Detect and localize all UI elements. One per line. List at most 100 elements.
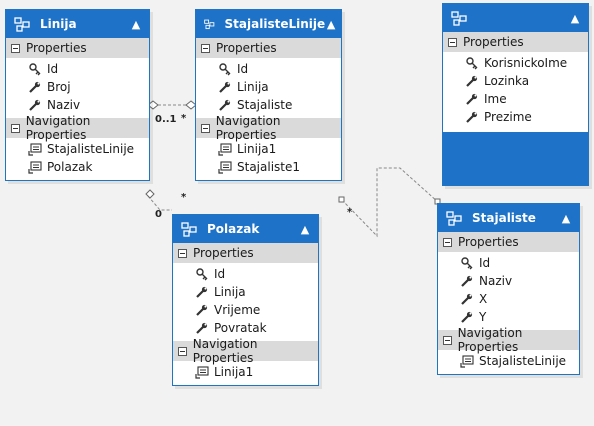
collapse-section-icon[interactable]	[11, 43, 20, 53]
property-row[interactable]: Naziv	[6, 96, 149, 114]
navigation-label: Linija1	[237, 142, 277, 156]
property-row[interactable]: Y	[438, 308, 579, 326]
collapse-section-icon[interactable]	[201, 123, 210, 133]
collapse-section-icon[interactable]	[448, 37, 457, 47]
property-row[interactable]: Vrijeme	[173, 301, 318, 319]
entity-polazak[interactable]: Polazak ▲ Properties Id Linija Vrijeme P…	[172, 214, 319, 386]
property-label: Naziv	[47, 98, 81, 112]
property-row[interactable]: Ime	[443, 90, 588, 108]
multiplicity-label: 0	[155, 209, 162, 220]
entity-stajaliste[interactable]: Stajaliste ▲ Properties Id Naziv X Y	[437, 203, 580, 375]
collapse-section-icon[interactable]	[443, 335, 452, 345]
navigation-row[interactable]: StajalisteLinije	[6, 140, 149, 158]
section-label: Properties	[26, 41, 87, 55]
property-row[interactable]: Id	[173, 265, 318, 283]
entity-icon	[451, 11, 467, 26]
key-icon	[466, 57, 478, 70]
property-label: Prezime	[484, 110, 532, 124]
navigation-list: Linija1	[173, 361, 318, 385]
property-label: Linija	[237, 80, 269, 94]
navigation-section-header[interactable]: Navigation Properties	[6, 114, 149, 142]
property-row[interactable]: Id	[6, 60, 149, 78]
properties-section-header[interactable]: Properties	[443, 32, 588, 52]
property-row[interactable]: Broj	[6, 78, 149, 96]
navigation-row[interactable]: Polazak	[6, 158, 149, 176]
property-row[interactable]: Linija	[196, 78, 341, 96]
properties-list: Id Naziv X Y	[438, 252, 579, 330]
collapse-icon[interactable]: ▲	[131, 17, 141, 31]
entity-header[interactable]: Linija ▲	[6, 10, 149, 38]
entity-header[interactable]: StajalisteLinije ▲	[196, 10, 341, 38]
wrench-icon	[219, 81, 231, 93]
entity-title: Stajaliste	[472, 211, 536, 225]
navigation-section-header[interactable]: Navigation Properties	[173, 337, 318, 365]
collapse-section-icon[interactable]	[11, 123, 20, 133]
navigation-property-icon	[28, 143, 42, 156]
property-row[interactable]: Prezime	[443, 108, 588, 126]
property-row[interactable]: Povratak	[173, 319, 318, 337]
entity-header[interactable]: Polazak ▲	[173, 215, 318, 243]
property-label: KorisnickoIme	[484, 56, 568, 70]
entity-stajalistelinije[interactable]: StajalisteLinije ▲ Properties Id Linija …	[195, 9, 342, 181]
navigation-row[interactable]: Linija1	[173, 363, 318, 381]
navigation-row[interactable]: Stajaliste1	[196, 158, 341, 176]
navigation-property-icon	[195, 366, 209, 379]
property-row[interactable]: KorisnickoIme	[443, 54, 588, 72]
property-row[interactable]: Lozinka	[443, 72, 588, 90]
navigation-list: Linija1 Stajaliste1	[196, 138, 341, 180]
wrench-icon	[466, 93, 478, 105]
properties-section-header[interactable]: Properties	[6, 38, 149, 58]
collapse-icon[interactable]: ▲	[570, 11, 580, 25]
association-end-square	[338, 196, 345, 203]
entity-title: Polazak	[207, 222, 260, 236]
section-label: Navigation Properties	[457, 326, 523, 354]
entity-korisnik[interactable]: ▲ Properties KorisnickoIme Lozinka Ime	[442, 3, 589, 186]
navigation-property-icon	[28, 161, 42, 174]
property-row[interactable]: Naziv	[438, 272, 579, 290]
properties-section-header[interactable]: Properties	[173, 243, 318, 263]
property-label: X	[479, 292, 488, 306]
property-label: Naziv	[479, 274, 513, 288]
navigation-row[interactable]: StajalisteLinije	[438, 352, 579, 370]
property-row[interactable]: Linija	[173, 283, 318, 301]
section-label: Properties	[458, 235, 519, 249]
navigation-row[interactable]: Linija1	[196, 140, 341, 158]
entity-icon	[446, 211, 462, 226]
navigation-label: Polazak	[47, 160, 93, 174]
collapse-section-icon[interactable]	[178, 346, 187, 356]
section-label: Navigation Properties	[25, 114, 91, 142]
collapse-icon[interactable]: ▲	[561, 211, 571, 225]
navigation-section-header[interactable]: Navigation Properties	[196, 114, 341, 142]
collapse-section-icon[interactable]	[443, 237, 452, 247]
entity-linija[interactable]: Linija ▲ Properties Id Broj Naziv Naviga…	[5, 9, 150, 181]
collapse-icon[interactable]: ▲	[326, 17, 336, 31]
property-label: Id	[47, 62, 59, 76]
collapse-section-icon[interactable]	[201, 43, 210, 53]
collapse-section-icon[interactable]	[178, 248, 187, 258]
properties-section-header[interactable]: Properties	[196, 38, 341, 58]
entity-header[interactable]: Stajaliste ▲	[438, 204, 579, 232]
property-row[interactable]: Stajaliste	[196, 96, 341, 114]
wrench-icon	[461, 293, 473, 305]
entity-title: StajalisteLinije	[224, 17, 326, 31]
wrench-icon	[461, 311, 473, 323]
property-row[interactable]: Id	[196, 60, 341, 78]
property-label: Id	[214, 267, 226, 281]
section-label: Properties	[193, 246, 254, 260]
collapse-icon[interactable]: ▲	[300, 222, 310, 236]
multiplicity-label: *	[181, 192, 187, 203]
section-label: Properties	[463, 35, 524, 49]
navigation-section-header[interactable]: Navigation Properties	[438, 326, 579, 354]
association-stajalistelinije-stajaliste	[341, 167, 439, 238]
entity-icon	[14, 17, 30, 32]
property-label: Vrijeme	[214, 303, 261, 317]
entity-header[interactable]: ▲	[443, 4, 588, 32]
association-end-diamond	[145, 189, 155, 199]
property-row[interactable]: X	[438, 290, 579, 308]
navigation-property-icon	[460, 355, 474, 368]
navigation-list: StajalisteLinije Polazak	[6, 138, 149, 180]
navigation-label: Linija1	[214, 365, 254, 379]
property-row[interactable]: Id	[438, 254, 579, 272]
wrench-icon	[461, 275, 473, 287]
properties-section-header[interactable]: Properties	[438, 232, 579, 252]
